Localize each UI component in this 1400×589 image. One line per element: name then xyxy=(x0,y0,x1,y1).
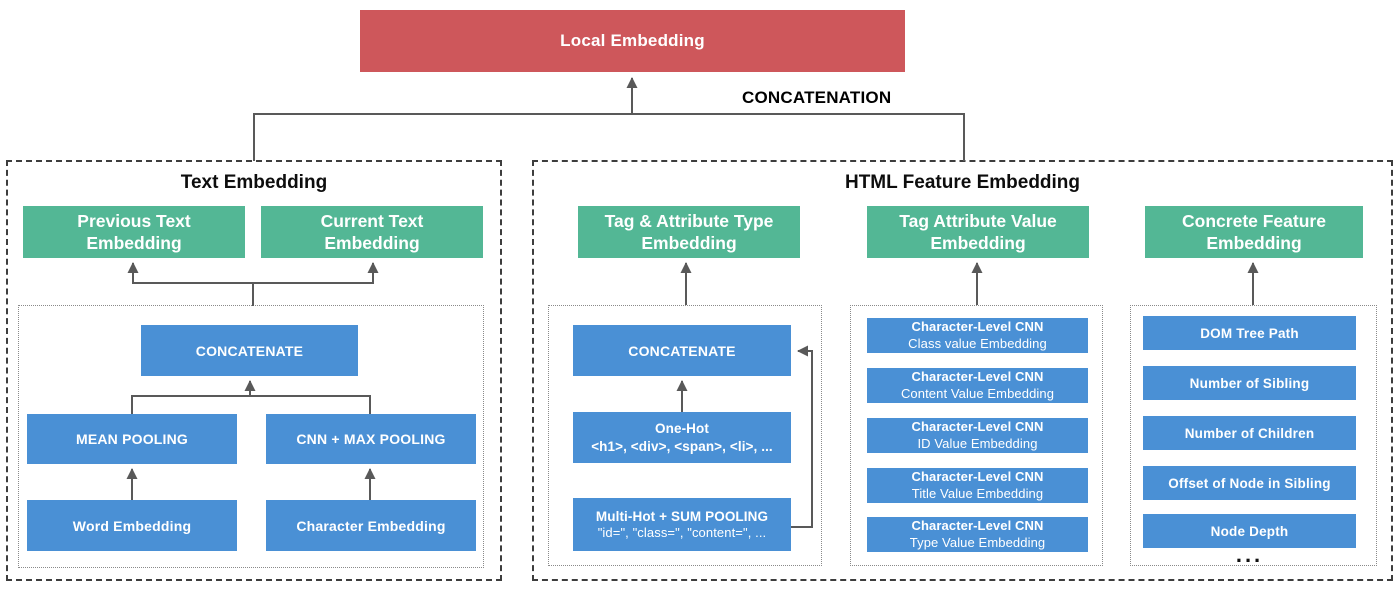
concrete-feature-box: Concrete Feature Embedding xyxy=(1145,206,1363,258)
local-embedding-label: Local Embedding xyxy=(560,31,705,50)
dom-tree-path-box: DOM Tree Path xyxy=(1143,316,1356,350)
one-hot-title: One-Hot xyxy=(655,421,709,437)
text-embedding-inner-box xyxy=(18,305,484,568)
offset-of-node-box: Offset of Node in Sibling xyxy=(1143,466,1356,500)
char-cnn-title-subtitle: Title Value Embedding xyxy=(911,485,1044,501)
character-embedding-label: Character Embedding xyxy=(296,517,446,534)
char-cnn-id-title: Character-Level CNN xyxy=(911,418,1044,434)
cnn-max-pooling-box: CNN + MAX POOLING xyxy=(266,414,476,464)
dom-tree-path-label: DOM Tree Path xyxy=(1200,325,1299,341)
html-concatenate-box: CONCATENATE xyxy=(573,325,791,376)
offset-of-node-label: Offset of Node in Sibling xyxy=(1168,475,1331,491)
char-cnn-id-subtitle: ID Value Embedding xyxy=(917,435,1038,451)
number-of-sibling-box: Number of Sibling xyxy=(1143,366,1356,400)
one-hot-box: One-Hot <h1>, <div>, <span>, <li>, ... xyxy=(573,412,791,463)
char-cnn-title-box: Character-Level CNN Title Value Embeddin… xyxy=(867,468,1088,503)
character-embedding-box: Character Embedding xyxy=(266,500,476,551)
multi-hot-title: Multi-Hot + SUM POOLING xyxy=(595,508,769,524)
word-embedding-box: Word Embedding xyxy=(27,500,237,551)
text-concatenate-box: CONCATENATE xyxy=(141,325,358,376)
char-cnn-class-subtitle: Class value Embedding xyxy=(908,335,1047,351)
previous-text-embedding-box: Previous Text Embedding xyxy=(23,206,245,258)
html-feature-embedding-title: HTML Feature Embedding xyxy=(844,172,1081,193)
current-text-embedding-box: Current Text Embedding xyxy=(261,206,483,258)
tag-attribute-type-label: Tag & Attribute Type Embedding xyxy=(604,210,774,253)
mean-pooling-box: MEAN POOLING xyxy=(27,414,237,464)
multi-hot-examples: "id=", "class=", "content=", ... xyxy=(597,524,767,540)
one-hot-examples: <h1>, <div>, <span>, <li>, ... xyxy=(591,438,773,454)
text-concatenate-label: CONCATENATE xyxy=(195,342,304,359)
number-of-children-box: Number of Children xyxy=(1143,416,1356,450)
char-cnn-title-title: Character-Level CNN xyxy=(911,468,1044,484)
tag-attribute-value-box: Tag Attribute Value Embedding xyxy=(867,206,1089,258)
more-features-ellipsis: ... xyxy=(1235,542,1264,567)
char-cnn-content-subtitle: Content Value Embedding xyxy=(900,385,1055,401)
html-concatenate-label: CONCATENATE xyxy=(628,342,736,359)
current-text-embedding-label: Current Text Embedding xyxy=(320,210,424,253)
concrete-inner-box xyxy=(1130,305,1377,566)
multi-hot-box: Multi-Hot + SUM POOLING "id=", "class=",… xyxy=(573,498,791,551)
tag-attribute-value-label: Tag Attribute Value Embedding xyxy=(899,210,1057,253)
char-cnn-content-box: Character-Level CNN Content Value Embedd… xyxy=(867,368,1088,403)
char-cnn-type-title: Character-Level CNN xyxy=(911,517,1044,533)
tag-type-inner-box xyxy=(548,305,822,566)
char-cnn-type-subtitle: Type Value Embedding xyxy=(909,534,1046,550)
tag-value-inner-box xyxy=(850,305,1103,566)
text-embedding-title: Text Embedding xyxy=(180,172,328,193)
mean-pooling-label: MEAN POOLING xyxy=(75,431,189,447)
concrete-feature-label: Concrete Feature Embedding xyxy=(1182,210,1326,253)
word-embedding-label: Word Embedding xyxy=(72,517,192,534)
cnn-max-pooling-label: CNN + MAX POOLING xyxy=(296,431,446,447)
node-depth-label: Node Depth xyxy=(1210,523,1289,539)
char-cnn-class-title: Character-Level CNN xyxy=(911,318,1044,334)
char-cnn-content-title: Character-Level CNN xyxy=(911,368,1044,384)
local-embedding-box: Local Embedding xyxy=(360,10,905,72)
char-cnn-class-box: Character-Level CNN Class value Embeddin… xyxy=(867,318,1088,353)
number-of-sibling-label: Number of Sibling xyxy=(1189,375,1310,391)
char-cnn-id-box: Character-Level CNN ID Value Embedding xyxy=(867,418,1088,453)
char-cnn-type-box: Character-Level CNN Type Value Embedding xyxy=(867,517,1088,552)
concatenation-label: CONCATENATION xyxy=(742,88,892,107)
number-of-children-label: Number of Children xyxy=(1184,425,1315,441)
node-depth-box: Node Depth xyxy=(1143,514,1356,548)
previous-text-embedding-label: Previous Text Embedding xyxy=(77,210,191,253)
tag-attribute-type-box: Tag & Attribute Type Embedding xyxy=(578,206,800,258)
